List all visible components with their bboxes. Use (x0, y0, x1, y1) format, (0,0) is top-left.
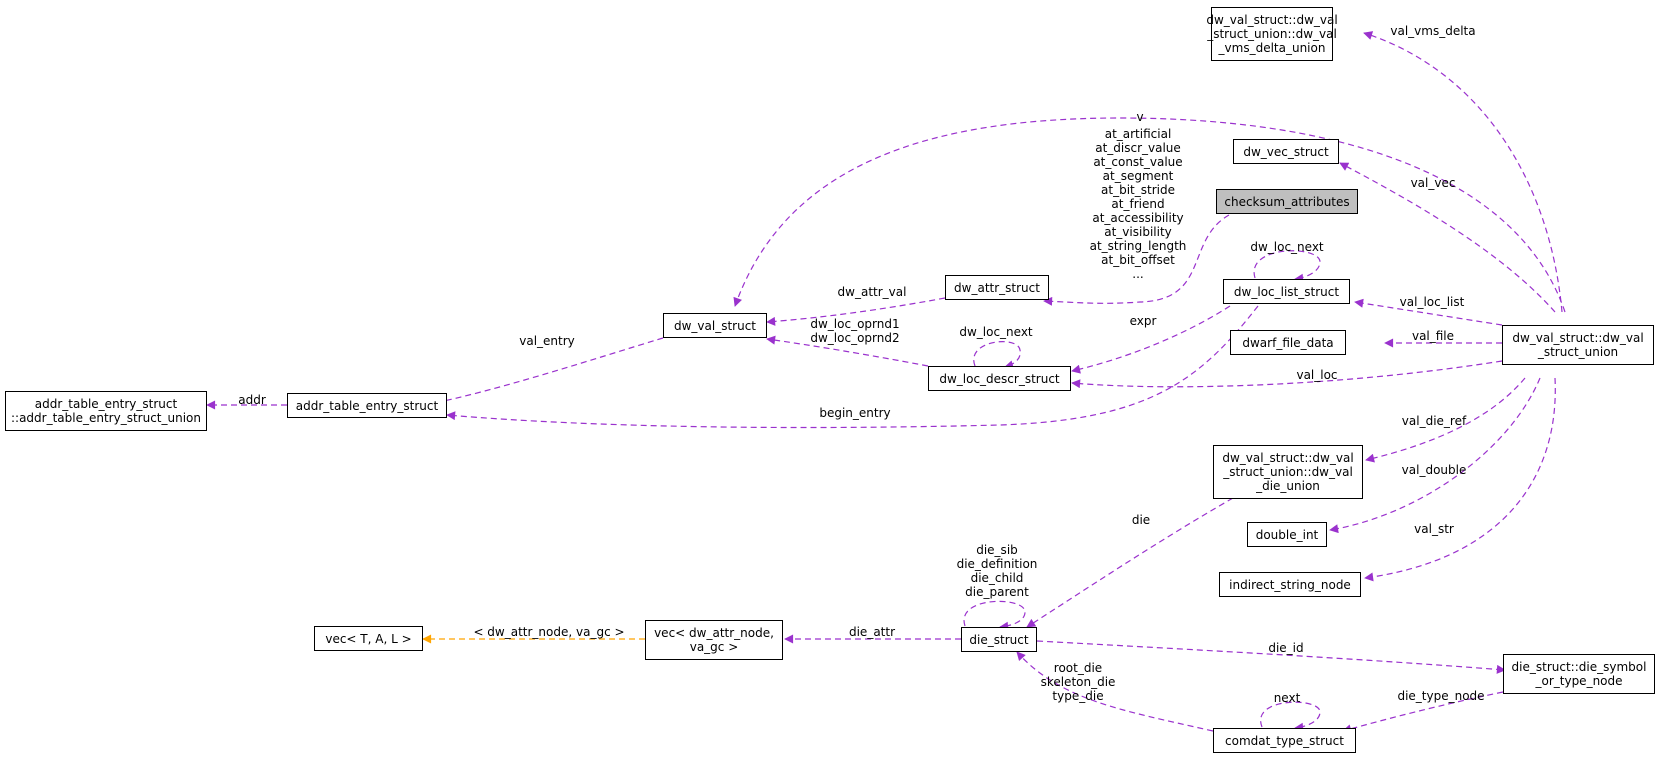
edge-label-dw-loc-next-descr: dw_loc_next (959, 325, 1033, 339)
node-dw-val-struct[interactable]: dw_val_struct (663, 313, 767, 338)
node-vec-t-a-l[interactable]: vec< T, A, L > (314, 626, 423, 651)
node-die-union[interactable]: dw_val_struct::dw_val_struct_union::dw_v… (1213, 445, 1363, 499)
edge-die-refs (1016, 651, 1214, 732)
edge-label-dw-attr-val: dw_attr_val (837, 285, 907, 299)
edge-val-loc (1071, 360, 1503, 389)
node-dwarf-file-data[interactable]: dwarf_file_data (1230, 330, 1346, 355)
node-vms-delta-union[interactable]: dw_val_struct::dw_val_struct_union::dw_v… (1206, 7, 1338, 61)
edge-die-type-node (1342, 691, 1504, 734)
edge-label-die-refs: root_die skeleton_die type_die (1040, 661, 1116, 703)
edge-label-die-id: die_id (1268, 641, 1304, 655)
node-addr-table-entry-struct-union[interactable]: addr_table_entry_struct::addr_table_entr… (5, 391, 207, 431)
edge-label-die-self: die_sib die_definition die_child die_par… (956, 543, 1038, 599)
edge-label-val-double: val_double (1401, 463, 1467, 477)
edge-label-dw-loc-next-list: dw_loc_next (1250, 240, 1324, 254)
edge-label-die-type-node: die_type_node (1397, 689, 1485, 703)
node-addr-table-entry-struct[interactable]: addr_table_entry_struct (287, 393, 447, 418)
edge-label-v: v (1136, 110, 1144, 124)
edge-attrs (1043, 214, 1230, 306)
node-double-int[interactable]: double_int (1247, 522, 1327, 547)
edge-dw-loc-next-list (1253, 250, 1321, 283)
edge-die (1026, 497, 1234, 628)
edge-label-begin-entry: begin_entry (819, 406, 891, 420)
edge-label-oprnd: dw_loc_oprnd1 dw_loc_oprnd2 (810, 317, 900, 345)
edge-label-val-loc: val_loc (1296, 368, 1338, 382)
edge-label-next: next (1273, 691, 1301, 705)
node-dw-vec-struct[interactable]: dw_vec_struct (1233, 139, 1339, 164)
edge-label-val-file: val_file (1411, 329, 1455, 343)
edge-val-double (1329, 377, 1541, 534)
edge-label-die: die (1131, 513, 1151, 527)
edge-label-val-str: val_str (1414, 522, 1454, 536)
edge-val-loc-list (1354, 298, 1503, 326)
edge-val-entry (424, 337, 664, 408)
node-dw-val-struct-union[interactable]: dw_val_struct::dw_val_struct_union (1502, 325, 1654, 365)
node-checksum-attributes[interactable]: checksum_attributes (1216, 189, 1358, 214)
node-vec-dw-attr-node[interactable]: vec< dw_attr_node, va_gc > (645, 620, 783, 660)
node-die-struct[interactable]: die_struct (961, 627, 1037, 652)
edge-label-expr: expr (1129, 314, 1157, 328)
edge-val-vec (1339, 162, 1556, 313)
node-comdat-type-struct[interactable]: comdat_type_struct (1213, 728, 1356, 753)
edge-label-val-vec: val_vec (1410, 176, 1456, 190)
edge-label-val-die-ref: val_die_ref (1401, 414, 1467, 428)
edge-label-die-attr: die_attr (848, 625, 896, 639)
edge-label-template-args: < dw_attr_node, va_gc > (473, 625, 625, 639)
edge-label-val-vms-delta: val_vms_delta (1390, 24, 1476, 38)
edge-val-str (1364, 377, 1556, 582)
edge-die-id (1036, 640, 1506, 674)
edge-next (1260, 701, 1321, 732)
edge-dw-loc-next-descr (973, 341, 1021, 370)
edge-label-val-entry: val_entry (519, 334, 575, 348)
node-indirect-string-node[interactable]: indirect_string_node (1219, 572, 1361, 597)
edge-label-addr: addr (238, 393, 266, 407)
node-die-symbol-or-type-node[interactable]: die_struct::die_symbol_or_type_node (1503, 654, 1655, 694)
edge-begin-entry (446, 305, 1259, 429)
edge-label-attrs: at_artificial at_discr_value at_const_va… (1089, 127, 1187, 281)
node-dw-loc-descr-struct[interactable]: dw_loc_descr_struct (928, 366, 1071, 391)
edge-v (733, 117, 1566, 313)
edge-die-self (963, 600, 1026, 631)
edge-expr (1071, 305, 1231, 374)
edge-oprnd (766, 335, 929, 367)
node-dw-attr-struct[interactable]: dw_attr_struct (945, 275, 1049, 300)
node-dw-loc-list-struct[interactable]: dw_loc_list_struct (1223, 279, 1350, 304)
edge-label-val-loc-list: val_loc_list (1399, 295, 1465, 309)
edge-val-vms-delta (1363, 31, 1563, 313)
edge-dw-attr-val (766, 297, 946, 326)
